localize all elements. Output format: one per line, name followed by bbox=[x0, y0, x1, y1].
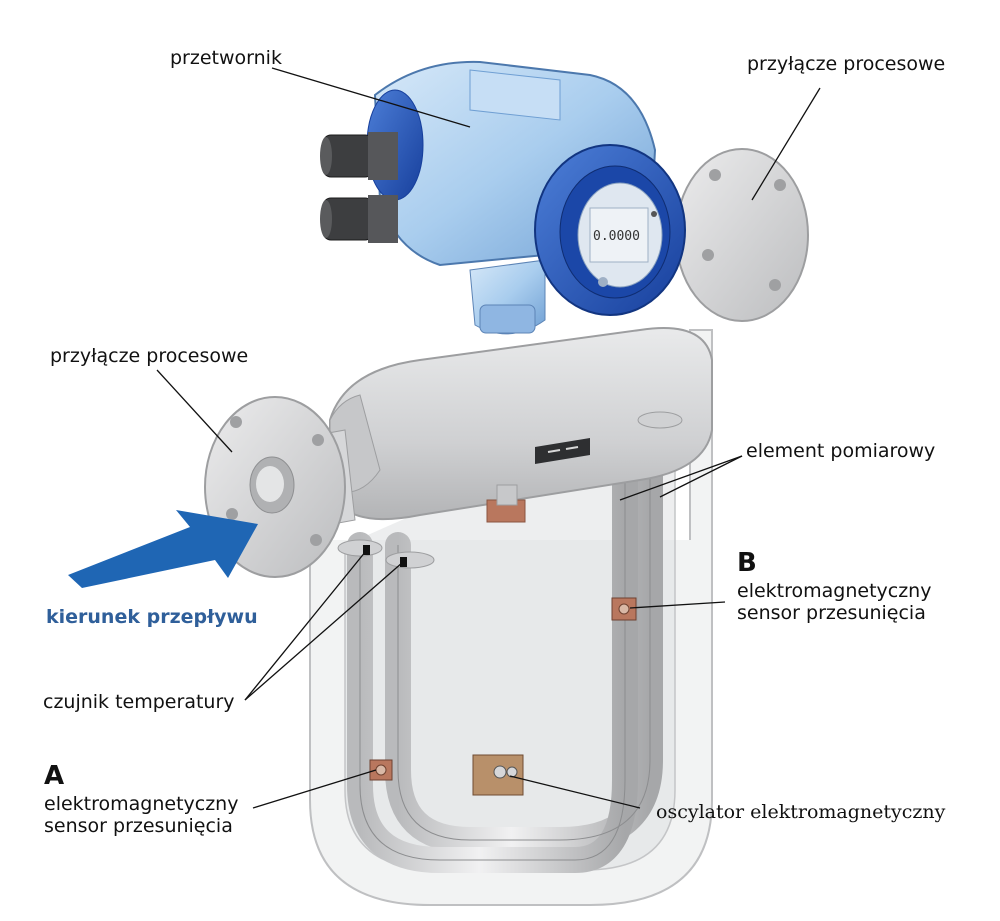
label-sensor-b-line1: elektromagnetyczny bbox=[737, 580, 932, 602]
manifold-body bbox=[329, 327, 713, 521]
flow-direction-arrow bbox=[68, 510, 258, 588]
label-sensor-a-line2: sensor przesunięcia bbox=[44, 815, 233, 837]
sensor-b bbox=[611, 597, 637, 621]
label-sensor-a-line1: elektromagnetyczny bbox=[44, 793, 239, 815]
label-sensor-a-letter: A bbox=[44, 761, 65, 791]
temperature-sensor-2 bbox=[400, 557, 407, 567]
label-temperature-sensor: czujnik temperatury bbox=[43, 691, 235, 713]
label-oscillator: oscylator elektromagnetyczny bbox=[656, 801, 946, 823]
oscillator bbox=[472, 754, 524, 796]
label-sensor-b: elektromagnetyczny sensor przesunięcia bbox=[737, 580, 931, 624]
label-process-connection-right: przyłącze procesowe bbox=[747, 53, 946, 75]
label-sensor-b-line2: sensor przesunięcia bbox=[737, 602, 926, 624]
label-process-connection-left: przyłącze procesowe bbox=[50, 345, 249, 367]
label-sensor-b-letter: B bbox=[737, 548, 757, 578]
right-flange bbox=[675, 148, 809, 322]
display-digits: 0.0000 bbox=[593, 229, 640, 244]
label-transmitter: przetwornik bbox=[170, 47, 282, 69]
label-measuring-element: element pomiarowy bbox=[746, 440, 936, 462]
cable-glands bbox=[320, 132, 398, 243]
sensor-a bbox=[369, 759, 393, 781]
temperature-sensor-1 bbox=[363, 545, 370, 555]
label-sensor-a: elektromagnetyczny sensor przesunięcia bbox=[44, 793, 238, 837]
nameplate bbox=[535, 438, 590, 464]
leader-lines bbox=[156, 67, 821, 809]
label-flow-direction: kierunek przepływu bbox=[46, 606, 258, 628]
